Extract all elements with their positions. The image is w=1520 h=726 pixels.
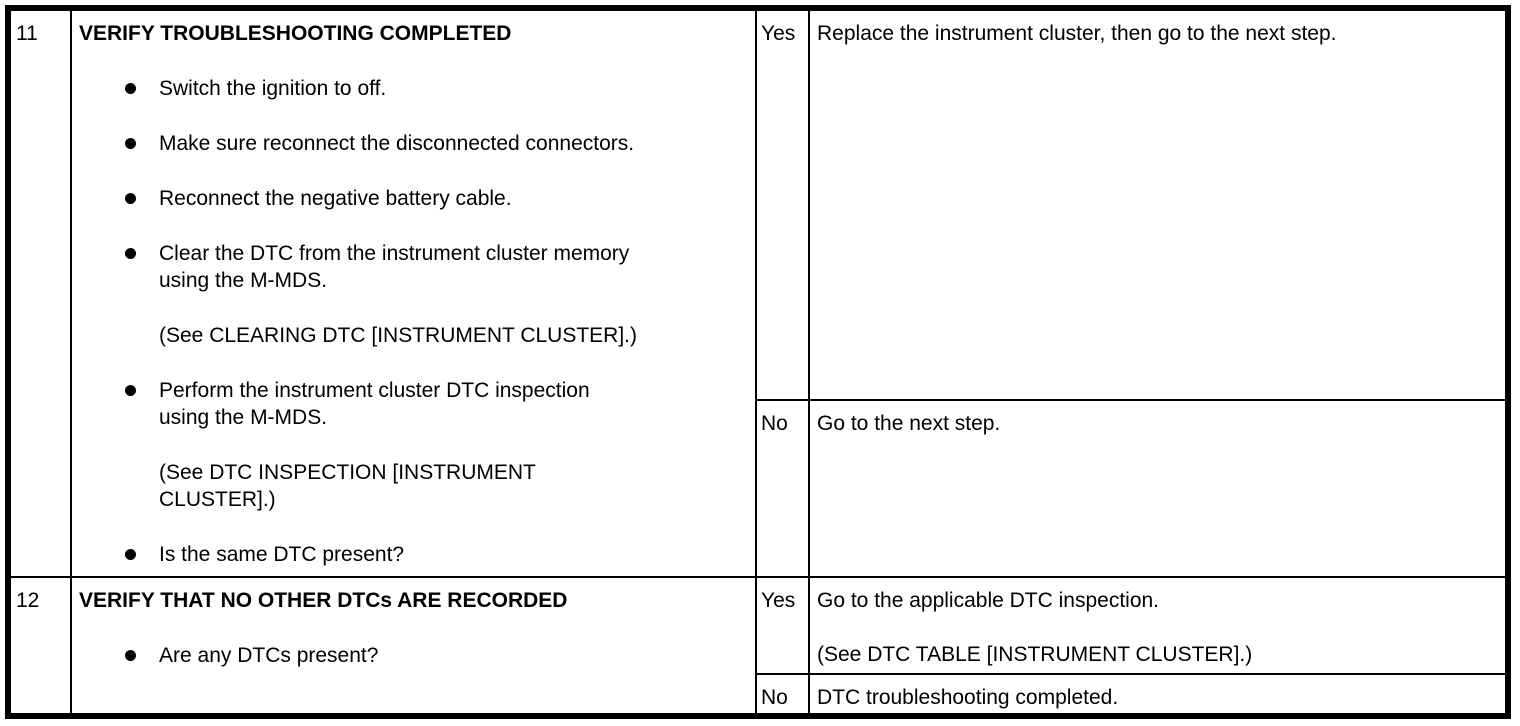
outcome-action: DTC troubleshooting completed. <box>817 686 1119 709</box>
results-column: Yes Replace the instrument cluster, then… <box>757 11 1505 576</box>
outcome-action-cell: Replace the instrument cluster, then go … <box>810 11 1505 399</box>
results-column: Yes Go to the applicable DTC inspection.… <box>757 578 1505 713</box>
bullet-icon <box>125 377 159 431</box>
outcome-label-cell: No <box>757 675 810 713</box>
table-row: 11 VERIFY TROUBLESHOOTING COMPLETED Swit… <box>11 11 1505 578</box>
inspection-cell: VERIFY TROUBLESHOOTING COMPLETED Switch … <box>72 11 757 576</box>
see-reference-note: (See CLEARING DTC [INSTRUMENT CLUSTER].) <box>79 322 747 349</box>
note-text: (See CLEARING DTC [INSTRUMENT CLUSTER].) <box>159 324 638 347</box>
item-text: Switch the ignition to off. <box>159 77 387 100</box>
item-text: Perform the instrument cluster DTC inspe… <box>159 379 590 429</box>
procedure-title: VERIFY TROUBLESHOOTING COMPLETED <box>79 22 512 45</box>
see-reference-note: (See DTC INSPECTION [INSTRUMENT CLUSTER]… <box>79 459 747 513</box>
troubleshooting-table: 11 VERIFY TROUBLESHOOTING COMPLETED Swit… <box>5 5 1511 719</box>
outcome-row-no: No DTC troubleshooting completed. <box>757 675 1505 713</box>
note-text: (See DTC INSPECTION [INSTRUMENT CLUSTER]… <box>159 461 536 511</box>
step-number: 12 <box>16 589 40 612</box>
outcome-label: Yes <box>761 589 796 612</box>
outcome-label-cell: No <box>757 401 810 576</box>
outcome-label-cell: Yes <box>757 578 810 673</box>
step-number-cell: 11 <box>11 11 72 576</box>
outcome-row-yes: Yes Go to the applicable DTC inspection.… <box>757 578 1505 675</box>
bullet-icon <box>125 541 159 568</box>
outcome-action-cell: DTC troubleshooting completed. <box>810 675 1505 713</box>
bullet-item: Is the same DTC present? <box>79 541 747 568</box>
table-row: 12 VERIFY THAT NO OTHER DTCs ARE RECORDE… <box>11 578 1505 713</box>
bullet-icon <box>125 130 159 157</box>
outcome-row-no: No Go to the next step. <box>757 401 1505 576</box>
outcome-label: No <box>761 412 788 435</box>
item-text: Are any DTCs present? <box>159 644 379 667</box>
outcome-row-yes: Yes Replace the instrument cluster, then… <box>757 11 1505 401</box>
bullet-item: Are any DTCs present? <box>79 642 747 669</box>
checklist: Switch the ignition to off. Make sure re… <box>79 75 747 568</box>
outcome-label: No <box>761 686 788 709</box>
bullet-item: Clear the DTC from the instrument cluste… <box>79 240 747 294</box>
bullet-icon <box>125 240 159 294</box>
outcome-label-cell: Yes <box>757 11 810 399</box>
outcome-action: Go to the applicable DTC inspection. (Se… <box>817 589 1253 666</box>
bullet-icon <box>125 185 159 212</box>
inspection-cell: VERIFY THAT NO OTHER DTCs ARE RECORDED A… <box>72 578 757 713</box>
outcome-label: Yes <box>761 22 796 45</box>
bullet-icon <box>125 642 159 669</box>
bullet-item: Perform the instrument cluster DTC inspe… <box>79 377 747 431</box>
item-text: Is the same DTC present? <box>159 543 405 566</box>
item-text: Reconnect the negative battery cable. <box>159 187 512 210</box>
step-number-cell: 12 <box>11 578 72 713</box>
bullet-icon <box>125 75 159 102</box>
bullet-item: Make sure reconnect the disconnected con… <box>79 130 747 157</box>
item-text: Clear the DTC from the instrument cluste… <box>159 242 630 292</box>
outcome-action-cell: Go to the next step. <box>810 401 1505 576</box>
bullet-item: Switch the ignition to off. <box>79 75 747 102</box>
outcome-action: Go to the next step. <box>817 412 1001 435</box>
item-text: Make sure reconnect the disconnected con… <box>159 132 635 155</box>
procedure-title: VERIFY THAT NO OTHER DTCs ARE RECORDED <box>79 589 568 612</box>
checklist: Are any DTCs present? <box>79 642 747 669</box>
outcome-action: Replace the instrument cluster, then go … <box>817 22 1337 45</box>
bullet-item: Reconnect the negative battery cable. <box>79 185 747 212</box>
step-number: 11 <box>16 22 38 45</box>
outcome-action-cell: Go to the applicable DTC inspection. (Se… <box>810 578 1505 673</box>
